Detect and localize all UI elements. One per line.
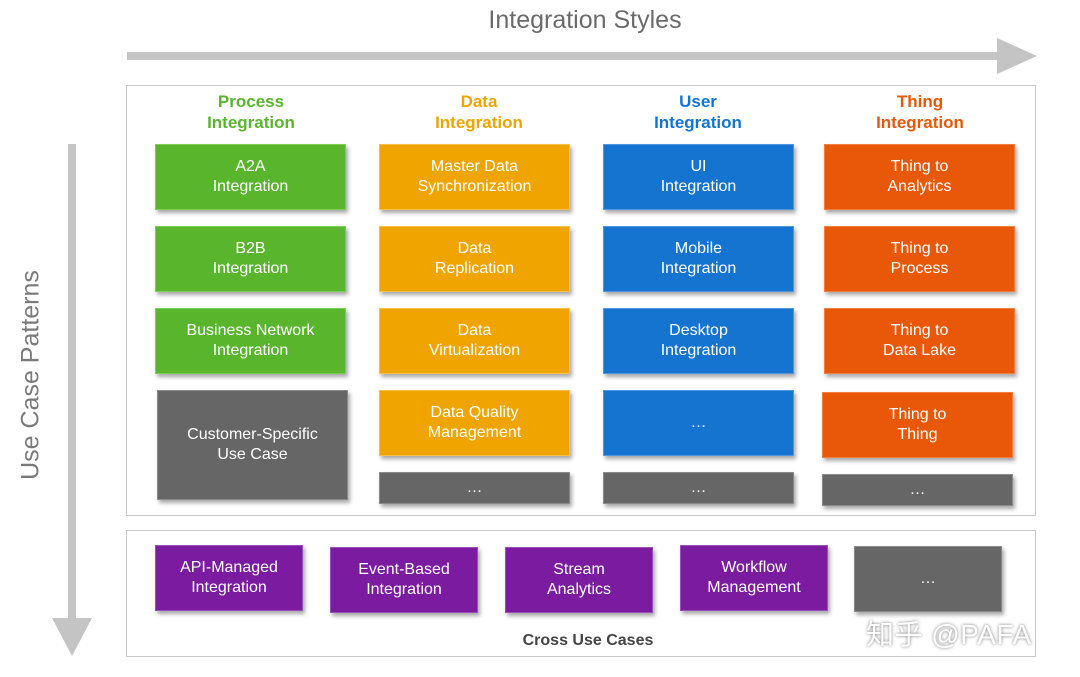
cross-use-cases-frame bbox=[126, 530, 1036, 657]
tile-thing-more: … bbox=[822, 474, 1013, 506]
tile-thing-to-data-lake: Thing to Data Lake bbox=[824, 308, 1015, 374]
tile-b2b-integration: B2B Integration bbox=[155, 226, 346, 292]
watermark: 知乎 @PAFA bbox=[866, 619, 1032, 650]
tile-thing-to-analytics: Thing to Analytics bbox=[824, 144, 1015, 210]
tile-data-more: … bbox=[379, 472, 570, 504]
tile-business-network-integration: Business Network Integration bbox=[155, 308, 346, 374]
tile-workflow-management: Workflow Management bbox=[680, 545, 828, 611]
tile-cross-more: … bbox=[854, 546, 1002, 612]
tile-stream-analytics: Stream Analytics bbox=[505, 547, 653, 613]
tile-user-more: … bbox=[603, 390, 794, 456]
tile-a2a-integration: A2A Integration bbox=[155, 144, 346, 210]
integration-styles-frame bbox=[126, 85, 1036, 516]
vertical-arrow bbox=[52, 144, 92, 656]
tile-customer-specific-use-case: Customer-Specific Use Case bbox=[157, 390, 348, 500]
tile-thing-to-process: Thing to Process bbox=[824, 226, 1015, 292]
tile-desktop-integration: Desktop Integration bbox=[603, 308, 794, 374]
y-axis-title: Use Case Patterns bbox=[16, 270, 45, 480]
tile-event-based-integration: Event-Based Integration bbox=[330, 547, 478, 613]
horizontal-arrow bbox=[127, 38, 1037, 74]
tile-data-quality-management: Data Quality Management bbox=[379, 390, 570, 456]
tile-data-virtualization: Data Virtualization bbox=[379, 308, 570, 374]
tile-master-data-synchronization: Master Data Synchronization bbox=[379, 144, 570, 210]
cross-use-cases-label: Cross Use Cases bbox=[522, 632, 654, 649]
tile-user-more-gray: … bbox=[603, 472, 794, 504]
tile-data-replication: Data Replication bbox=[379, 226, 570, 292]
tile-ui-integration: UI Integration bbox=[603, 144, 794, 210]
tile-api-managed-integration: API-Managed Integration bbox=[155, 545, 303, 611]
x-axis-title: Integration Styles bbox=[488, 6, 682, 34]
tile-thing-to-thing: Thing to Thing bbox=[822, 392, 1013, 458]
tile-mobile-integration: Mobile Integration bbox=[603, 226, 794, 292]
